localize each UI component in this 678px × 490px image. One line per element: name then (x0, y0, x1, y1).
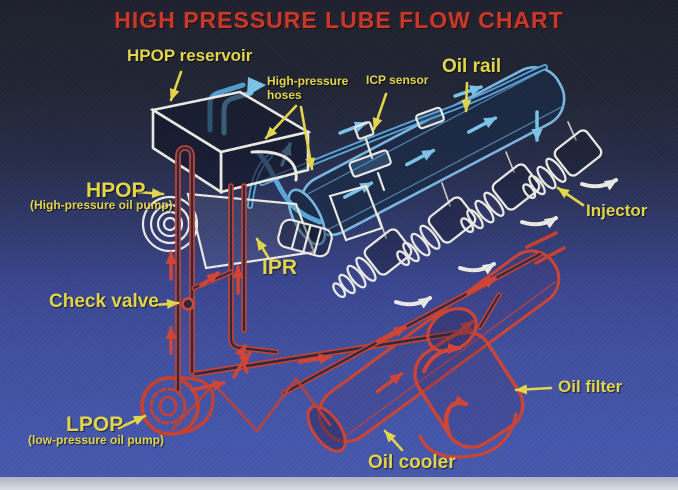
hpop-reservoir-arrow (169, 70, 183, 102)
label-icp-sensor: ICP sensor (366, 73, 429, 87)
hpop-arrow (135, 188, 165, 199)
cooler-outlet-fitting (525, 231, 566, 265)
label-oil-cooler: Oil cooler (368, 452, 456, 473)
ipr-arrow (255, 237, 270, 259)
label-lpop: LPOP (66, 413, 124, 436)
label-oil-filter: Oil filter (558, 377, 623, 396)
oil-rail-arrow (461, 81, 472, 113)
icp-sensor-arrow (372, 92, 388, 131)
label-lpop-subtitle: (low-pressure oil pump) (28, 433, 165, 447)
label-hpop: HPOP (86, 179, 146, 202)
injector-drawing (396, 196, 477, 267)
label-injector: Injector (586, 201, 648, 220)
label-high-pressure-hoses: High-pressure hoses (267, 74, 349, 102)
injector-drawing (332, 228, 413, 299)
icp-sensor-drawing (348, 106, 445, 192)
label-check-valve: Check valve (49, 291, 159, 312)
injector-drawing (460, 163, 541, 234)
label-ipr: IPR (262, 256, 298, 279)
scan-edge-strip (0, 477, 678, 490)
oil-filter-drawing (413, 292, 525, 459)
low-pressure-supply-pipes (175, 145, 279, 393)
injectors-drawing (332, 129, 603, 299)
label-hpop-reservoir: HPOP reservoir (127, 46, 253, 65)
chart-title: HIGH PRESSURE LUBE FLOW CHART (114, 7, 564, 33)
injector-flow-arrows (394, 178, 618, 309)
injector-arrow (556, 186, 585, 207)
skid-braces (170, 377, 332, 433)
ipr-drawing (277, 218, 333, 258)
lpop-arrow (117, 414, 147, 430)
check-valve-arrow (154, 299, 180, 309)
label-arrows (117, 70, 585, 452)
label-hpop-subtitle: (High-pressure oil pump) (30, 198, 173, 212)
injector-drawing (522, 129, 603, 200)
oil-filter-arrow (514, 384, 553, 395)
low-pressure-circuit-drawing (140, 231, 566, 459)
hoses-arrow-right (299, 105, 316, 171)
check-valve-drawing (181, 297, 195, 311)
lpop-drawing (140, 376, 215, 436)
engine-parts-drawing (141, 90, 618, 309)
label-oil-rail: Oil rail (442, 56, 502, 77)
red-flow-arrows (165, 251, 497, 437)
hoses-arrow-left (264, 104, 298, 140)
oil-cooler-arrow (383, 429, 404, 452)
